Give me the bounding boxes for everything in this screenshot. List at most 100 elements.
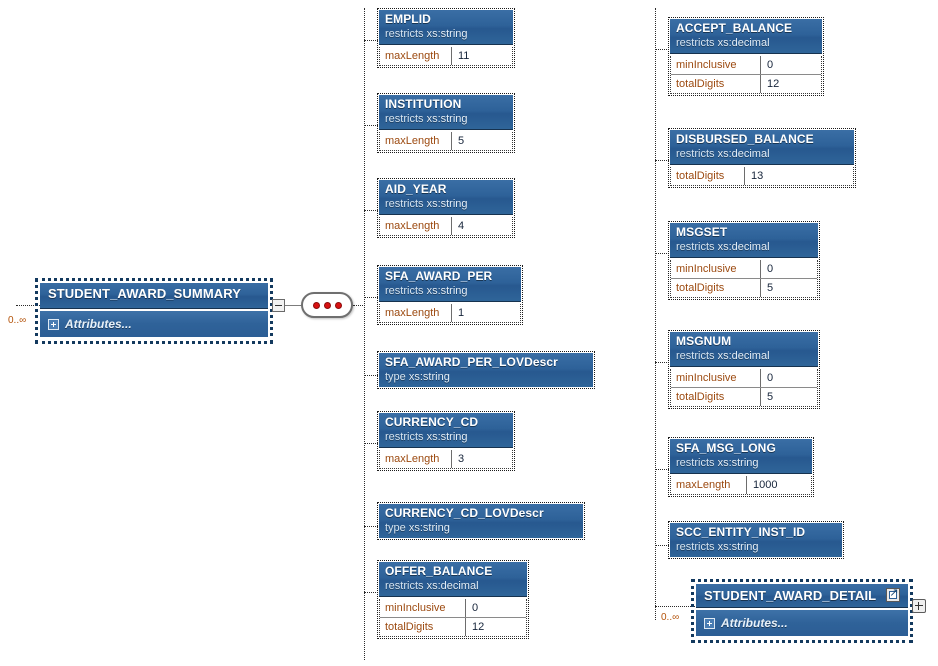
node-subtitle: restricts xs:decimal: [385, 579, 521, 593]
facet-value: 12: [472, 621, 485, 633]
facet-row: minInclusive 0: [380, 599, 526, 618]
branch-connector: [364, 210, 378, 211]
attributes-row[interactable]: Attributes...: [40, 311, 268, 337]
node-kind: restricts: [676, 241, 715, 253]
node-currency-cd-lovdescr[interactable]: CURRENCY_CD_LOVDescr type xs:string: [377, 502, 589, 544]
facet-name: totalDigits: [671, 279, 761, 297]
node-subtitle: restricts xs:string: [676, 540, 836, 554]
node-student-award-summary[interactable]: STUDENT_AWARD_SUMMARY Attributes...: [35, 278, 274, 345]
node-accept-balance[interactable]: ACCEPT_BALANCE restricts xs:decimal minI…: [668, 17, 828, 100]
node-kind: restricts: [385, 431, 424, 443]
node-basetype: xs:string: [426, 198, 468, 210]
node-institution[interactable]: INSTITUTION restricts xs:string maxLengt…: [377, 93, 519, 157]
facet-row: maxLength 11: [380, 47, 512, 65]
node-basetype: xs:decimal: [426, 580, 479, 592]
node-scc-entity-inst-id[interactable]: SCC_ENTITY_INST_ID restricts xs:string: [668, 521, 848, 563]
node-kind: restricts: [676, 350, 715, 362]
node-header: MSGNUM restricts xs:decimal: [670, 332, 818, 367]
sequence-compositor[interactable]: [301, 292, 353, 318]
facet-row: maxLength 1000: [671, 476, 811, 494]
node-student-award-detail[interactable]: STUDENT_AWARD_DETAIL Attributes...: [691, 579, 914, 644]
facet-table: maxLength 1: [379, 304, 521, 323]
node-disbursed-balance[interactable]: DISBURSED_BALANCE restricts xs:decimal t…: [668, 128, 860, 192]
facet-value: 12: [767, 78, 780, 90]
node-title: MSGSET: [676, 225, 728, 239]
node-title: STUDENT_AWARD_SUMMARY: [48, 286, 242, 301]
branch-connector: [364, 443, 378, 444]
node-basetype: xs:string: [717, 457, 759, 469]
node-aid-year[interactable]: AID_YEAR restricts xs:string maxLength 4: [377, 178, 519, 242]
facet-name: maxLength: [380, 132, 452, 150]
node-subtitle: restricts xs:decimal: [676, 36, 816, 50]
facet-row: maxLength 4: [380, 217, 512, 235]
facet-table: maxLength 5: [379, 132, 513, 151]
node-sfa-award-per[interactable]: SFA_AWARD_PER restricts xs:string maxLen…: [377, 265, 527, 329]
node-subtitle: restricts xs:decimal: [676, 349, 812, 363]
attributes-row[interactable]: Attributes...: [696, 610, 908, 636]
facet-row: totalDigits 5: [671, 279, 817, 297]
sequence-dot-icon: [323, 301, 331, 309]
node-msgset[interactable]: MSGSET restricts xs:decimal minInclusive…: [668, 221, 824, 304]
node-basetype: xs:decimal: [717, 148, 770, 160]
facet-value: 11: [458, 50, 470, 62]
node-header: STUDENT_AWARD_SUMMARY: [40, 283, 268, 309]
node-offer-balance[interactable]: OFFER_BALANCE restricts xs:decimal minIn…: [377, 560, 533, 643]
node-title: CURRENCY_CD: [385, 415, 479, 429]
node-header: SCC_ENTITY_INST_ID restricts xs:string: [670, 523, 842, 557]
facet-table: minInclusive 0 totalDigits 5: [670, 369, 818, 407]
facet-row: totalDigits 5: [671, 388, 817, 406]
node-title: INSTITUTION: [385, 97, 462, 111]
branch-connector: [364, 526, 378, 527]
node-header: SFA_AWARD_PER restricts xs:string: [379, 267, 521, 302]
branch-connector: [364, 125, 378, 126]
node-emplid[interactable]: EMPLID restricts xs:string maxLength 11: [377, 8, 519, 72]
facet-value: 4: [458, 220, 465, 232]
plus-square-icon[interactable]: [704, 617, 715, 629]
right-column-trunk: [655, 8, 656, 620]
external-reference-icon[interactable]: [886, 586, 901, 602]
branch-connector: [655, 362, 669, 363]
node-kind: restricts: [385, 285, 424, 297]
node-currency-cd[interactable]: CURRENCY_CD restricts xs:string maxLengt…: [377, 411, 519, 475]
facet-row: totalDigits 12: [380, 618, 526, 636]
facet-name: minInclusive: [671, 56, 761, 74]
branch-connector: [655, 253, 669, 254]
facet-table: totalDigits 13: [670, 167, 854, 186]
node-header: OFFER_BALANCE restricts xs:decimal: [379, 562, 527, 597]
facet-row: minInclusive 0: [671, 369, 817, 388]
root-inbound-connector: [16, 305, 40, 306]
node-kind: restricts: [676, 457, 715, 469]
expand-plus-icon[interactable]: [912, 599, 926, 613]
node-kind: restricts: [676, 541, 715, 553]
left-column-trunk: [364, 8, 365, 660]
node-msgnum[interactable]: MSGNUM restricts xs:decimal minInclusive…: [668, 330, 824, 413]
facet-table: maxLength 3: [379, 450, 513, 469]
sequence-outbound-connector: [353, 305, 365, 306]
node-basetype: xs:string: [717, 541, 759, 553]
facet-name: maxLength: [671, 476, 747, 494]
node-sfa-msg-long[interactable]: SFA_MSG_LONG restricts xs:string maxLeng…: [668, 437, 818, 501]
node-header: MSGSET restricts xs:decimal: [670, 223, 818, 258]
node-subtitle: restricts xs:string: [385, 27, 507, 41]
node-subtitle: restricts xs:string: [385, 284, 515, 298]
node-kind: restricts: [676, 148, 715, 160]
node-basetype: xs:string: [426, 113, 468, 125]
root-occurrence-label: 0..∞: [8, 315, 27, 326]
branch-connector: [655, 160, 669, 161]
facet-name: totalDigits: [671, 75, 761, 93]
node-title: SCC_ENTITY_INST_ID: [676, 525, 806, 539]
facet-value: 0: [767, 59, 774, 71]
plus-square-icon[interactable]: [48, 318, 59, 330]
node-title: CURRENCY_CD_LOVDescr: [385, 506, 544, 520]
branch-connector: [655, 49, 669, 50]
collapse-minus-icon[interactable]: [272, 299, 285, 312]
facet-row: totalDigits 13: [671, 167, 853, 185]
node-header: INSTITUTION restricts xs:string: [379, 95, 513, 130]
node-title: STUDENT_AWARD_DETAIL: [704, 587, 877, 603]
node-sfa-award-per-lovdescr[interactable]: SFA_AWARD_PER_LOVDescr type xs:string: [377, 351, 599, 393]
node-subtitle: restricts xs:decimal: [676, 147, 848, 161]
facet-value: 3: [458, 453, 465, 465]
facet-table: maxLength 1000: [670, 476, 812, 495]
node-basetype: xs:decimal: [717, 241, 770, 253]
node-basetype: xs:string: [408, 371, 450, 383]
